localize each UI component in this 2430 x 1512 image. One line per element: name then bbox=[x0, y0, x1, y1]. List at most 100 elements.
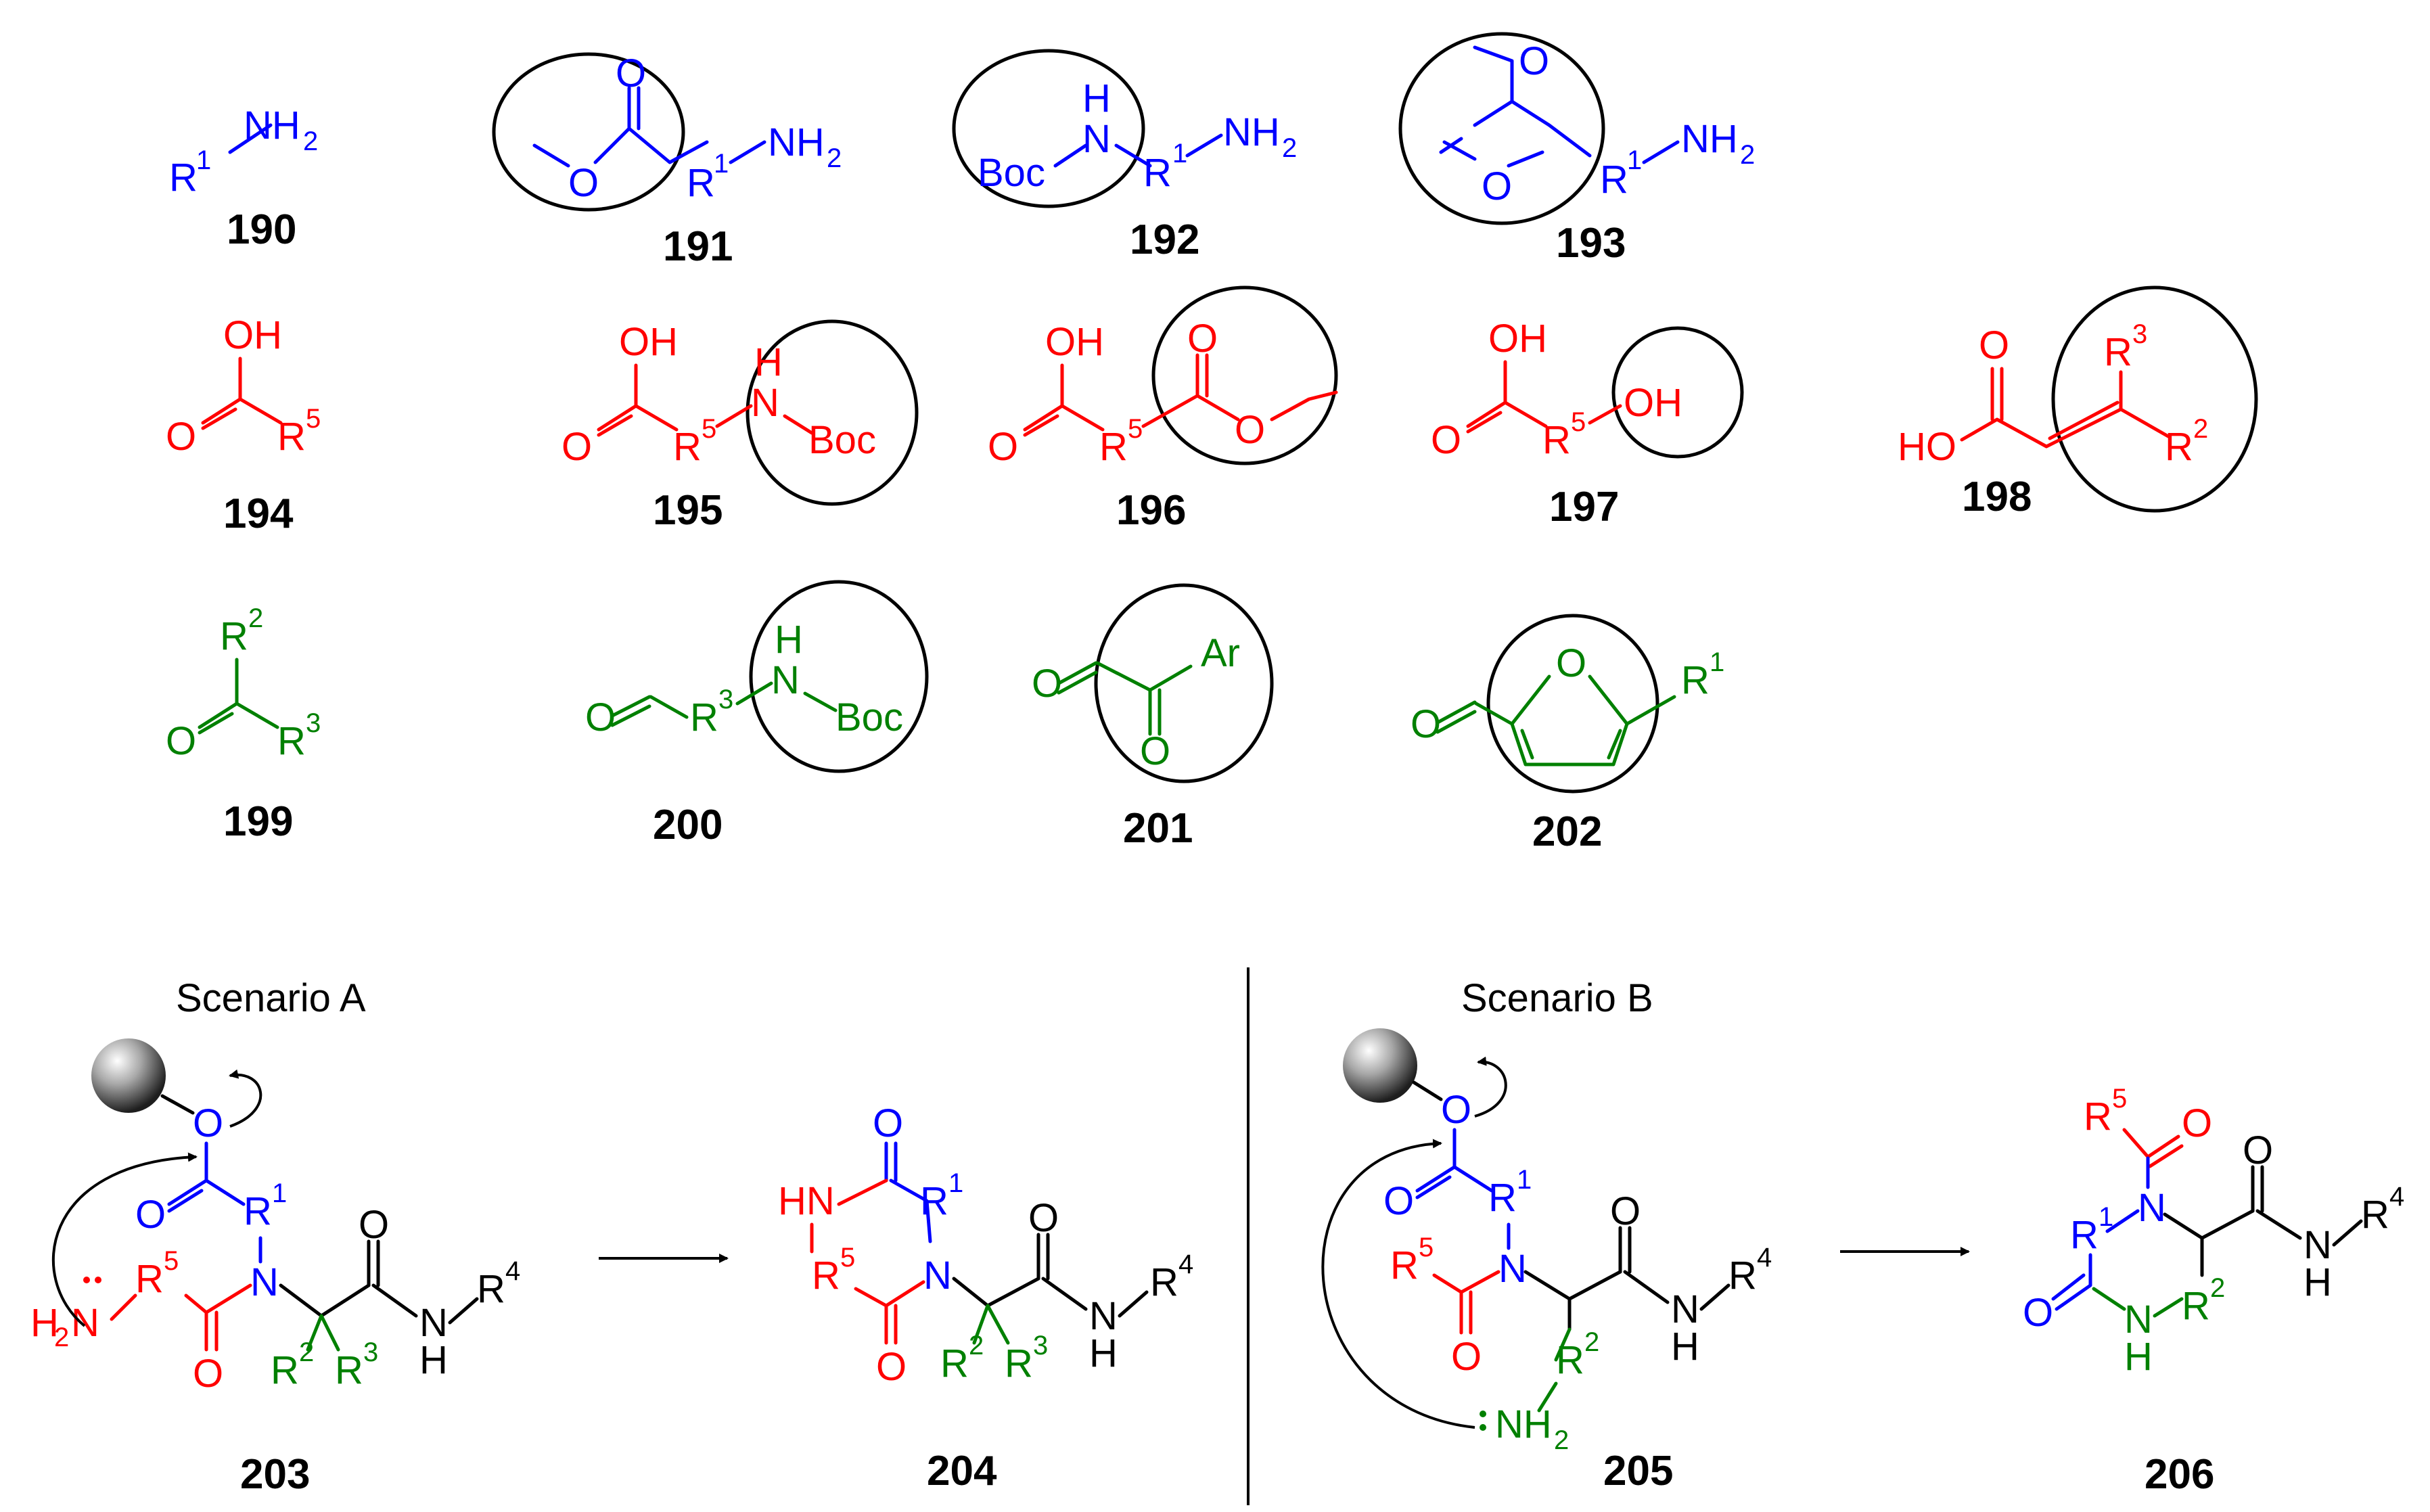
atom-label: NH bbox=[1681, 117, 1738, 161]
atom-label: NH bbox=[244, 104, 300, 147]
resin-bead-icon bbox=[91, 1038, 166, 1113]
compound-number-195: 195 bbox=[653, 487, 723, 534]
atom-label: R bbox=[1542, 418, 1571, 462]
atom-label: R bbox=[1556, 1338, 1584, 1382]
atom-label: 5 bbox=[702, 414, 716, 444]
atom-label: 5 bbox=[1128, 414, 1143, 444]
atom-label: R bbox=[1600, 158, 1628, 202]
atom-label: H bbox=[419, 1338, 448, 1382]
atom-label: N bbox=[2138, 1186, 2166, 1230]
atom-label: N bbox=[1089, 1294, 1118, 1338]
compound-number-191: 191 bbox=[663, 223, 733, 270]
atom-label: O bbox=[585, 695, 616, 739]
highlight-circle bbox=[1151, 285, 1338, 465]
atom-label: R bbox=[1681, 658, 1710, 702]
compound-number-193: 193 bbox=[1556, 220, 1626, 267]
atom-label: H bbox=[2124, 1335, 2153, 1379]
atom-label: HO bbox=[1898, 425, 1956, 469]
atom-label: N bbox=[71, 1301, 99, 1345]
atom-label: 5 bbox=[306, 404, 321, 434]
compound-200: O R 3 H N Boc 200 bbox=[585, 580, 929, 848]
atom-label: O bbox=[359, 1203, 389, 1247]
atom-label: O bbox=[166, 719, 196, 763]
atom-label: R bbox=[2165, 425, 2193, 469]
highlight-circle bbox=[1611, 326, 1744, 459]
atom-label: NH bbox=[1495, 1402, 1552, 1446]
atom-label: O bbox=[1383, 1179, 1414, 1223]
atom-label: N bbox=[1671, 1287, 1699, 1331]
atom-label: R bbox=[220, 614, 248, 658]
atom-label: O bbox=[568, 161, 599, 205]
compound-number-196: 196 bbox=[1116, 487, 1186, 534]
atom-label: Ar bbox=[1201, 631, 1240, 675]
atom-label: 4 bbox=[1757, 1243, 1772, 1273]
atom-label: O bbox=[1431, 418, 1461, 462]
atom-label: OH bbox=[619, 320, 678, 364]
atom-label: R bbox=[135, 1257, 164, 1301]
atom-label: O bbox=[873, 1101, 903, 1145]
compound-number-202: 202 bbox=[1532, 808, 1602, 855]
atom-label: R bbox=[277, 719, 306, 763]
compound-number-203: 203 bbox=[240, 1451, 310, 1498]
compound-202: O O R 1 202 bbox=[1411, 614, 1724, 855]
atom-label: R bbox=[2182, 1284, 2210, 1328]
atom-label: O bbox=[616, 51, 646, 95]
compound-193: O O R 1 NH 2 193 bbox=[1398, 32, 1755, 267]
resin-bead-icon bbox=[1343, 1028, 1417, 1103]
atom-label: 5 bbox=[2112, 1084, 2127, 1114]
highlight-circle bbox=[2051, 285, 2258, 513]
compound-205: O O R 1 N R 5 O R 2 NH 2 O N H R 4 205 bbox=[1321, 1028, 1772, 1494]
atom-label: O bbox=[1441, 1088, 1471, 1132]
compound-191: O O R 1 NH 2 191 bbox=[492, 51, 842, 270]
atom-label: O bbox=[2182, 1101, 2212, 1145]
compound-number-199: 199 bbox=[223, 798, 293, 845]
atom-label: O bbox=[135, 1193, 166, 1237]
compound-number-201: 201 bbox=[1123, 805, 1193, 852]
atom-label: N bbox=[1082, 117, 1111, 161]
compound-201: O Ar O 201 bbox=[1032, 583, 1274, 852]
highlight-circle bbox=[1094, 583, 1274, 783]
atom-label: 5 bbox=[164, 1246, 179, 1276]
atom-label: O bbox=[988, 425, 1018, 469]
atom-label: R bbox=[1005, 1342, 1033, 1385]
atom-label: 4 bbox=[1178, 1250, 1193, 1279]
atom-label: R bbox=[1143, 151, 1172, 195]
atom-label: N bbox=[923, 1254, 952, 1298]
atom-label: O bbox=[876, 1345, 907, 1389]
atom-label: Boc bbox=[978, 151, 1045, 195]
compound-190: R 1 NH 2 190 bbox=[169, 104, 318, 253]
atom-label: R bbox=[277, 415, 306, 459]
compound-number-197: 197 bbox=[1549, 484, 1619, 530]
atom-label: 3 bbox=[306, 708, 321, 738]
atom-label: 3 bbox=[2132, 319, 2147, 349]
atom-label: N bbox=[751, 381, 779, 425]
highlight-circle bbox=[952, 49, 1145, 208]
highlight-circle bbox=[749, 580, 929, 773]
atom-label: R bbox=[271, 1348, 299, 1392]
atom-label: Boc bbox=[835, 695, 903, 739]
compound-number-190: 190 bbox=[227, 206, 296, 253]
atom-label: 4 bbox=[2389, 1182, 2404, 1212]
atom-label: 2 bbox=[1554, 1425, 1569, 1455]
atom-label: O bbox=[1235, 408, 1265, 452]
compound-196: OH O R 5 O O 196 bbox=[988, 285, 1338, 534]
atom-label: 3 bbox=[718, 685, 733, 714]
atom-label: R bbox=[477, 1267, 505, 1311]
atom-label: H bbox=[30, 1301, 59, 1345]
atom-label: H bbox=[754, 340, 783, 384]
atom-label: 2 bbox=[2193, 414, 2208, 444]
atom-label: 2 bbox=[1740, 140, 1755, 170]
atom-label: 1 bbox=[196, 145, 211, 175]
atom-label: R bbox=[335, 1348, 363, 1392]
atom-label: OH bbox=[1488, 317, 1547, 361]
atom-label: OH bbox=[1624, 381, 1682, 425]
atom-label: H bbox=[1671, 1325, 1699, 1369]
highlight-circle bbox=[746, 319, 919, 506]
atom-label: O bbox=[1519, 39, 1549, 83]
atom-label: N bbox=[419, 1301, 448, 1345]
atom-label: 2 bbox=[1282, 133, 1297, 163]
atom-label: 2 bbox=[827, 143, 842, 173]
atom-label: O bbox=[2023, 1291, 2053, 1335]
atom-label: O bbox=[1482, 164, 1512, 208]
atom-label: 1 bbox=[1710, 647, 1724, 677]
